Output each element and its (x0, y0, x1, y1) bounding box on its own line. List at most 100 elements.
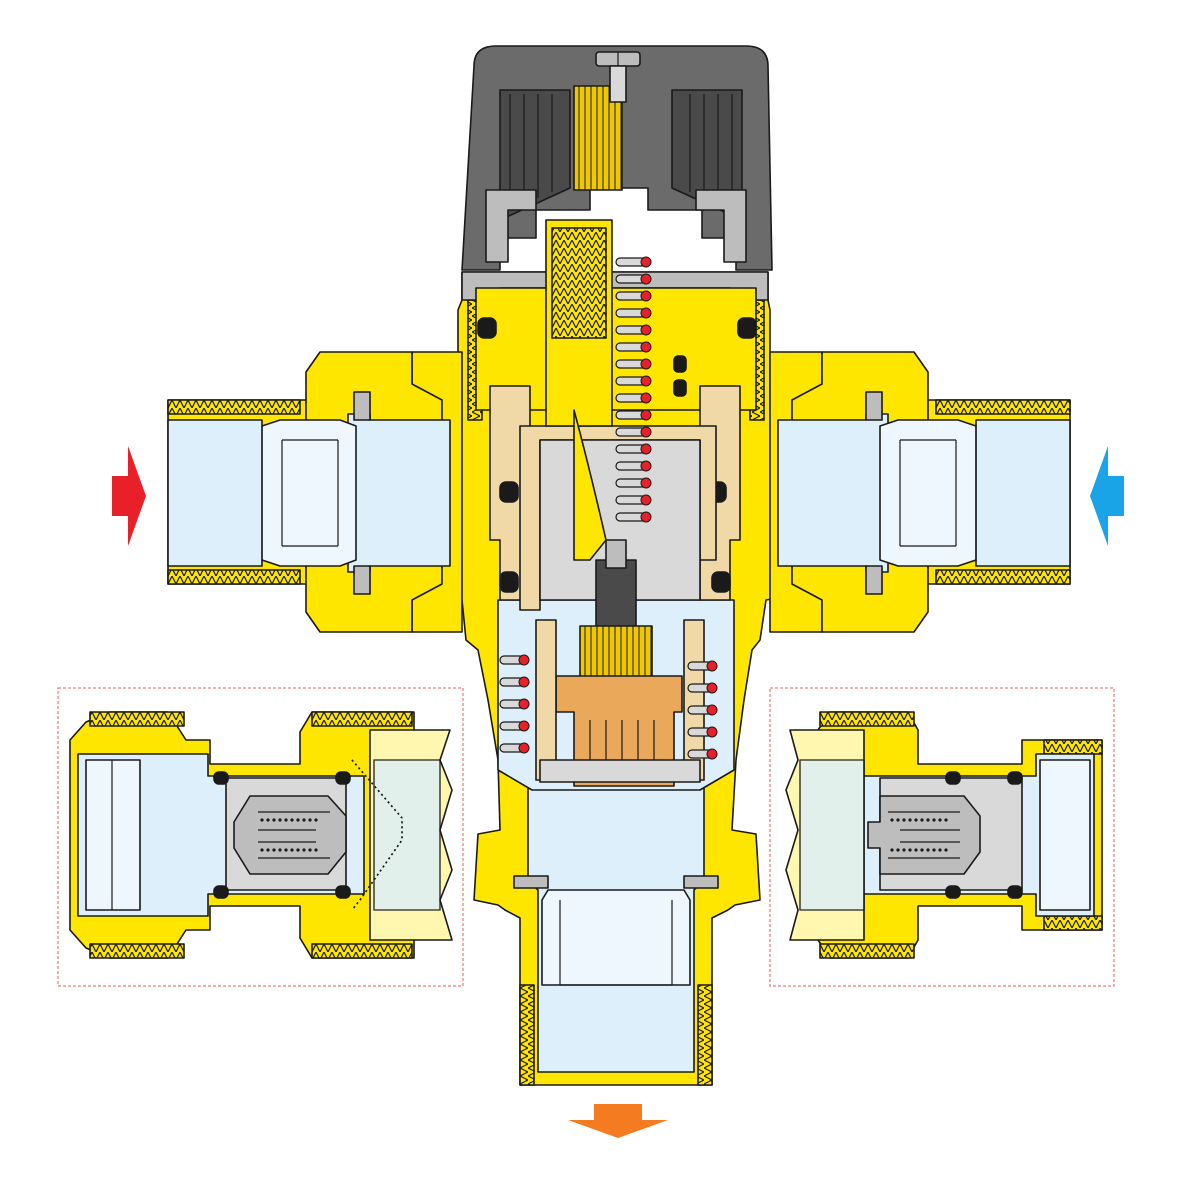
upper-spring-dot (640, 409, 652, 421)
knob-liner-right (695, 189, 747, 263)
left-check-spring-dot (308, 818, 312, 822)
left-check-spring-dot (284, 818, 288, 822)
lower-spring-left-dot (518, 698, 530, 710)
right-gasket (865, 391, 883, 421)
left-check-spring-dot (314, 848, 318, 852)
left-check-spring-dot (302, 848, 306, 852)
upper-spring-dot (640, 341, 652, 353)
left-check-spring-dot (260, 818, 264, 822)
left-gasket (353, 391, 371, 421)
piston-shaft (605, 539, 627, 569)
left-hex-socket (261, 419, 357, 567)
wax-element-body (573, 409, 607, 561)
right-gasket-b (865, 565, 883, 595)
left-check-spring-dot (296, 818, 300, 822)
piston-stem (595, 559, 637, 631)
upper-spring-dot (640, 324, 652, 336)
lower-spring-right-dot (706, 726, 718, 738)
left-check-seal (351, 759, 403, 911)
left-check-spring-dot (272, 818, 276, 822)
left-detail-border (57, 687, 464, 987)
left-check-spring-dot (266, 848, 270, 852)
right-check-spring-dot (896, 848, 900, 852)
upper-spring-dot (640, 375, 652, 387)
upper-spring-dot (640, 392, 652, 404)
outlet-hex-socket (541, 889, 691, 986)
lower-spring-right-dot (706, 660, 718, 672)
knob-insert (573, 85, 623, 191)
right-check-spring-dot (938, 848, 942, 852)
right-check-spring-dot (914, 848, 918, 852)
valve-body (167, 271, 1071, 1086)
cold-inlet-arrow (1090, 446, 1124, 546)
outlet-gasket-right (683, 875, 719, 889)
right-check-spring-dot (944, 848, 948, 852)
right-check-valve-detail (769, 687, 1115, 987)
left-check-spring-dot (290, 848, 294, 852)
right-check-spring-dot (938, 818, 942, 822)
bottom-thread-right (697, 984, 713, 1086)
right-check-spring-dot (902, 848, 906, 852)
upper-spring-dot (640, 511, 652, 523)
screw-shank (609, 65, 627, 103)
lower-spring-left-dot (518, 654, 530, 666)
hot-inlet-arrow (112, 446, 146, 546)
wax-capsule (555, 675, 683, 787)
right-check-spring-dot (926, 848, 930, 852)
bottom-thread-left (519, 984, 535, 1086)
right-thread-top (935, 399, 1071, 415)
adjustment-knob (461, 45, 773, 271)
lower-spring-right-dot (706, 748, 718, 760)
upper-spring-dot (640, 307, 652, 319)
left-check-valve-detail (57, 687, 464, 987)
right-check-spring-dot (914, 818, 918, 822)
left-check-spring-dot (308, 848, 312, 852)
left-check-spring-dot (284, 848, 288, 852)
left-check-spring-dot (260, 848, 264, 852)
right-hex-socket (879, 419, 977, 567)
left-thread-bottom (167, 569, 301, 585)
lower-spring-right-dot (706, 704, 718, 716)
right-check-spring-dot (926, 818, 930, 822)
upper-spring-dot (640, 256, 652, 268)
left-check-spring-dot (314, 818, 318, 822)
upper-spring-dot (640, 273, 652, 285)
upper-spring-dot (640, 358, 652, 370)
return-spring-left-wall (535, 619, 557, 781)
right-check-spring-dot (932, 848, 936, 852)
lower-spring-left-dot (518, 720, 530, 732)
upper-spring-dot (640, 477, 652, 489)
left-check-spring-dot (278, 848, 282, 852)
right-check-spring-dot (920, 818, 924, 822)
right-check-spring-dot (908, 848, 912, 852)
upper-spring-dot (640, 290, 652, 302)
right-check-spring-dot (908, 818, 912, 822)
upper-spring-dot (640, 443, 652, 455)
upper-spring-dot (640, 460, 652, 472)
left-check-spring-dot (272, 848, 276, 852)
right-check-spring-dot (896, 818, 900, 822)
mixed-outlet-arrow (568, 1104, 668, 1138)
left-check-spring-dot (302, 818, 306, 822)
right-thread-bottom (935, 569, 1071, 585)
right-check-spring-dot (932, 818, 936, 822)
left-check-spring-dot (278, 818, 282, 822)
left-gasket-b (353, 565, 371, 595)
lower-spring-left-dot (518, 676, 530, 688)
right-check-spring-dot (902, 818, 906, 822)
lower-cup (539, 759, 701, 783)
upper-spring-dot (640, 426, 652, 438)
left-check-spring-dot (296, 848, 300, 852)
upper-spring-dot (640, 494, 652, 506)
spring-lower-left (499, 654, 530, 754)
right-detail-border (769, 687, 1115, 987)
spindle-thread (551, 227, 607, 339)
right-check-spring-dot (920, 848, 924, 852)
outlet-gasket-left (513, 875, 549, 889)
lower-spring-left-dot (518, 742, 530, 754)
right-check-spring-dot (890, 848, 894, 852)
lower-seat (579, 625, 653, 679)
spring-lower-right (687, 660, 718, 760)
